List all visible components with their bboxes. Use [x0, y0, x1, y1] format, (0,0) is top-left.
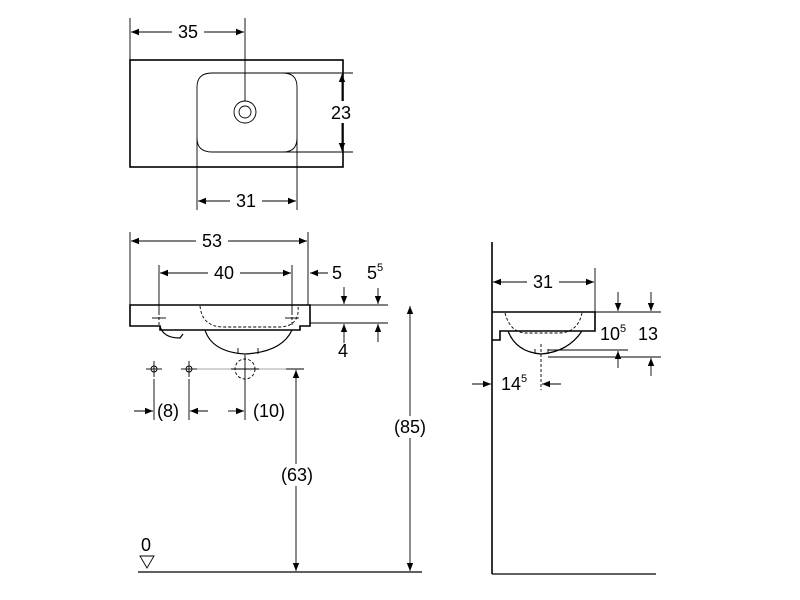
dim-label-31-side: 31 — [533, 272, 553, 292]
dim-label-105: 105 — [600, 323, 626, 344]
drain-icon — [233, 100, 257, 124]
dim-label-31-top: 31 — [236, 191, 256, 211]
dim-label-8: (8) — [157, 401, 179, 421]
dim-label-85: (85) — [394, 417, 426, 437]
floor-level-icon — [139, 555, 155, 569]
dim-label-53: 53 — [202, 231, 222, 251]
top-view-bowl-outline — [196, 72, 298, 153]
top-view-outline — [129, 59, 344, 168]
side-view: 31 105 13 145 — [472, 242, 661, 575]
side-view-basin-outline — [492, 311, 596, 341]
dim-label-35: 35 — [178, 22, 198, 42]
floor-level-label: 0 — [141, 535, 151, 555]
dim-label-145: 145 — [501, 373, 527, 394]
dim-label-63: (63) — [281, 465, 313, 485]
front-view-bowl-underside — [204, 329, 293, 355]
front-view-bowl-dashed — [199, 305, 299, 328]
waste-position-right-icon — [231, 355, 259, 383]
tap-hole-left-icon — [152, 312, 166, 326]
dim-label-5: 5 — [332, 263, 342, 283]
top-view: 35 23 31 — [129, 18, 356, 211]
dim-label-10: (10) — [253, 401, 285, 421]
dim-label-13: 13 — [638, 324, 658, 344]
waste-position-left-icon — [146, 361, 162, 377]
dim-label-23: 23 — [331, 103, 351, 123]
waste-position-middle-icon — [181, 361, 197, 377]
dim-label-40: 40 — [214, 263, 234, 283]
side-view-bowl-dashed — [504, 312, 583, 334]
front-view-basin-outline — [129, 304, 311, 331]
side-view-bowl-underside — [507, 330, 583, 355]
tap-hole-right-icon — [285, 312, 299, 326]
front-view: 53 40 5 55 4 — [129, 231, 433, 573]
dim-label-4: 4 — [338, 341, 348, 361]
dim-label-55: 55 — [367, 262, 383, 283]
